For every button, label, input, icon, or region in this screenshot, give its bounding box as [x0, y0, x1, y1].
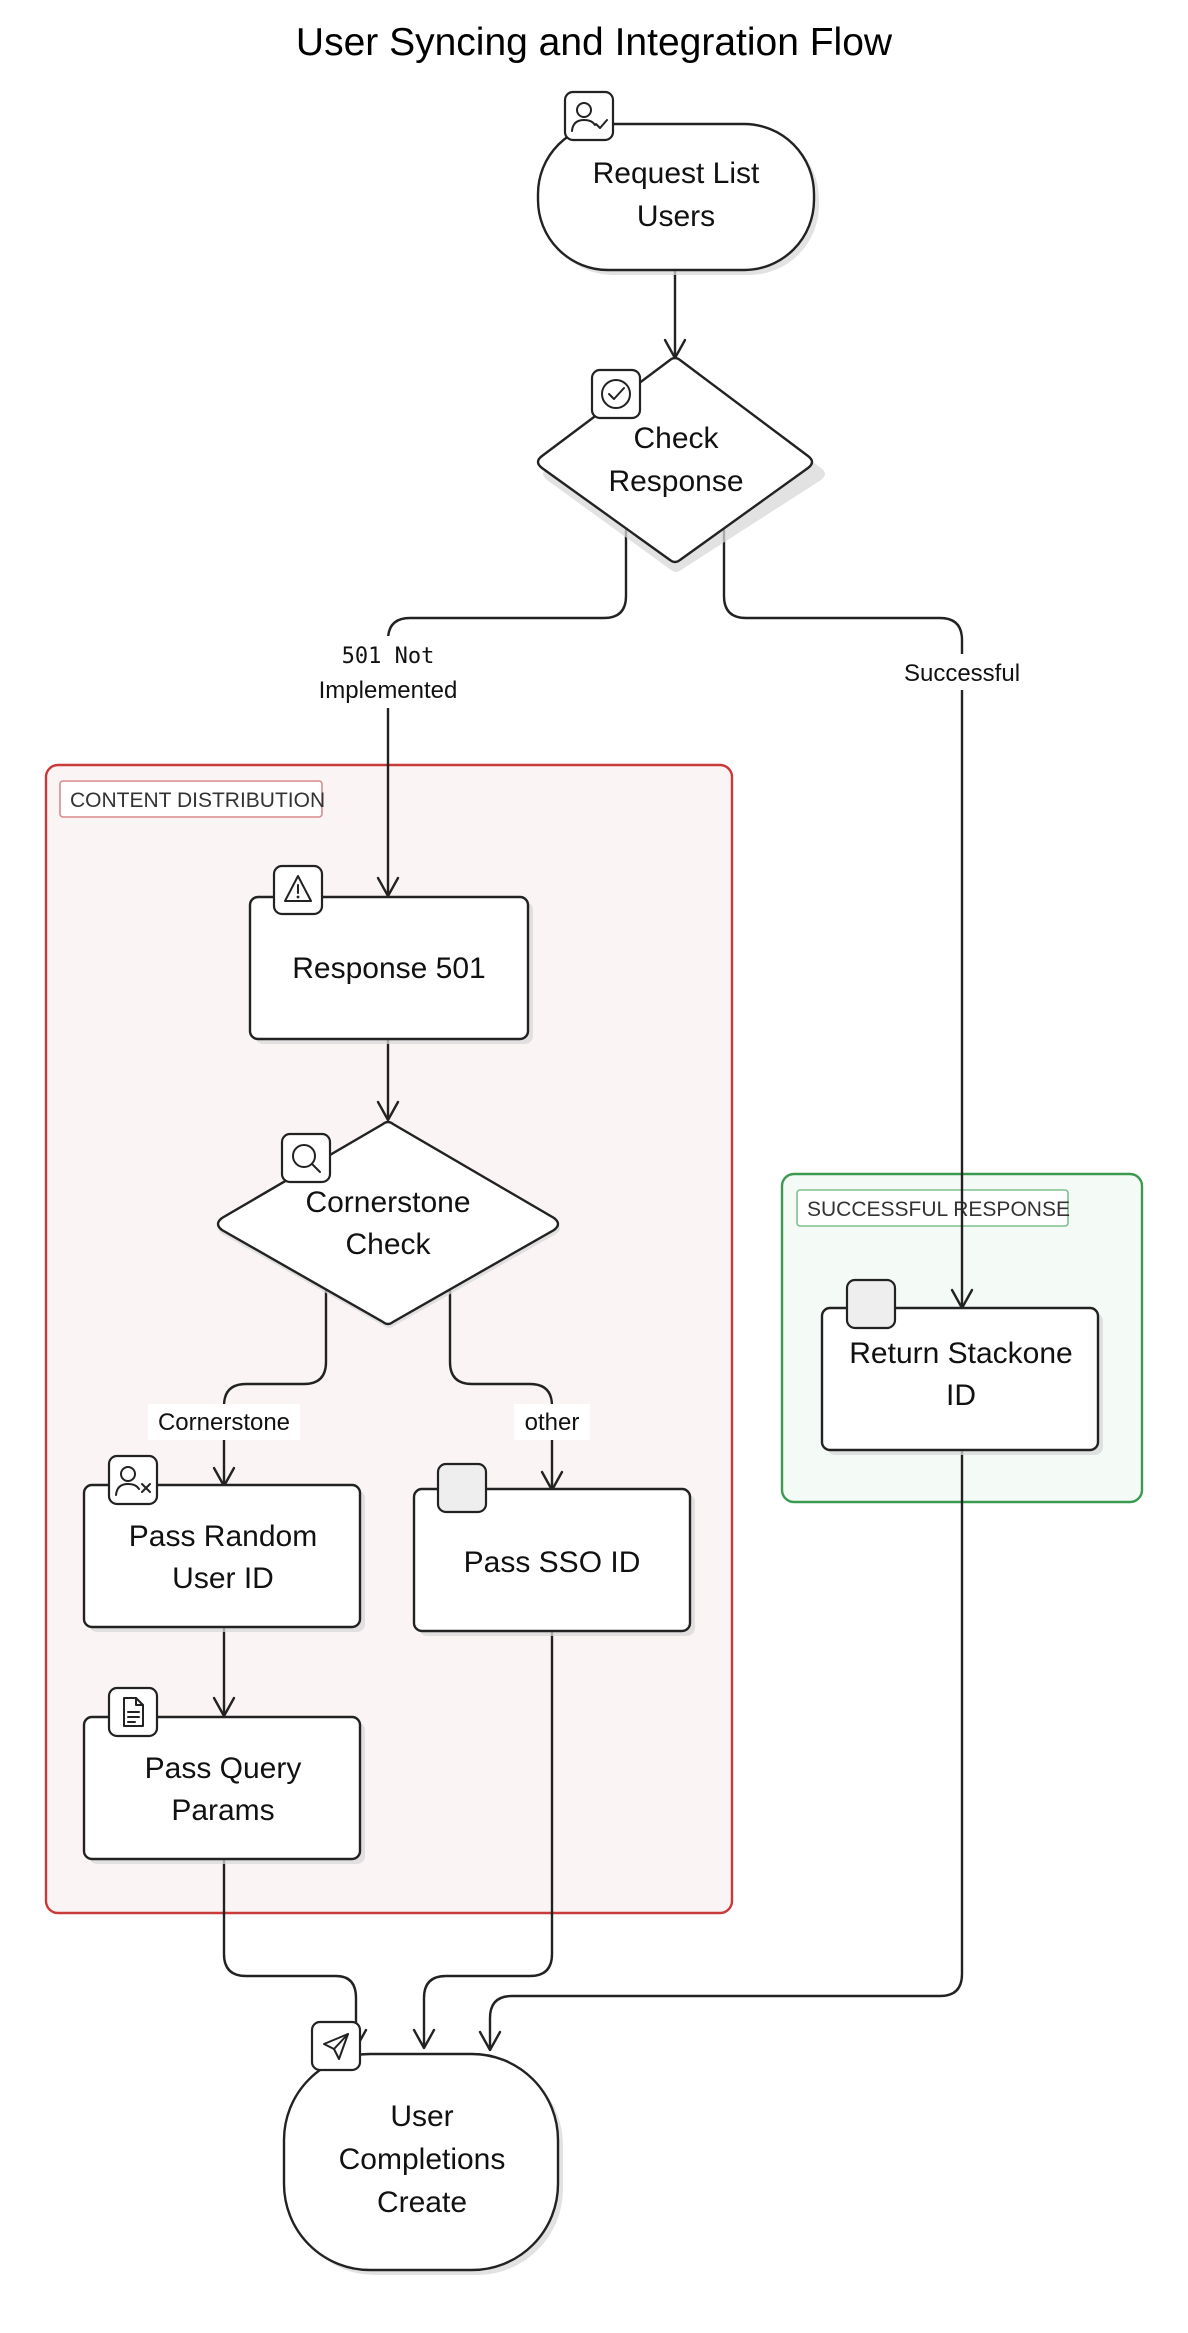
edge-sso-id-to-completions	[422, 1630, 554, 2048]
node-pass-random-user-id-shape	[82, 1483, 362, 1629]
node-pass-sso-id[interactable]: Pass SSO ID	[412, 1462, 695, 1636]
user-x-icon	[107, 1454, 159, 1506]
successful-response-label: SUCCESSFUL RESPONSE	[807, 1198, 1070, 1221]
node-check-response[interactable]: Check Response	[536, 356, 825, 572]
node-user-completions-create-shape	[282, 2052, 560, 2272]
blank-icon	[436, 1462, 488, 1514]
magnifier-icon	[280, 1132, 332, 1184]
node-return-stackone-id-line2: ID	[946, 1379, 976, 1412]
edge-check-to-stackone	[722, 528, 964, 1308]
user-check-icon	[563, 90, 615, 142]
content-distribution-tag	[59, 780, 323, 818]
document-icon	[107, 1686, 159, 1738]
node-return-stackone-id-line1: Return Stackone	[849, 1337, 1072, 1370]
edge-label-background	[892, 654, 1032, 690]
node-pass-random-user-id[interactable]: Pass Random User ID	[82, 1454, 365, 1632]
successful-response-tag	[796, 1189, 1069, 1227]
node-user-completions-create-line1: User	[390, 2100, 453, 2133]
arrowhead	[376, 1100, 400, 1122]
node-cornerstone-check-line1: Cornerstone	[305, 1186, 470, 1219]
node-request-list-users-shape	[536, 122, 816, 272]
node-return-stackone-id-shape	[820, 1306, 1100, 1452]
node-user-completions-create-line3: Create	[377, 2186, 467, 2219]
edge-stackone-to-completions	[488, 1450, 964, 2050]
diagram-title: User Syncing and Integration Flow	[296, 21, 893, 64]
node-pass-random-user-id-line2: User ID	[172, 1562, 274, 1595]
arrowhead	[478, 2030, 502, 2052]
send-icon	[310, 2020, 362, 2072]
node-cornerstone-check-line2: Check	[345, 1228, 431, 1261]
edge-label-not-implemented-line2: Implemented	[319, 677, 458, 704]
edge-cornerstone-to-random-id	[222, 1288, 328, 1486]
edge-label-successful-text: Successful	[904, 660, 1020, 687]
node-pass-sso-id-shape	[412, 1487, 692, 1633]
edge-query-params-to-completions	[222, 1858, 358, 2048]
edge-label-successful: Successful	[892, 654, 1032, 690]
edges-layer	[212, 270, 974, 2052]
arrowhead	[412, 2028, 436, 2050]
edge-label-not-implemented: 501 Not Implemented	[306, 636, 470, 708]
edge-label-cornerstone: Cornerstone	[148, 1404, 300, 1440]
node-pass-query-params-line2: Params	[171, 1794, 274, 1827]
warning-triangle-icon	[272, 864, 324, 916]
edge-label-other-text: other	[525, 1409, 580, 1436]
node-check-response-shape	[536, 356, 814, 564]
node-pass-sso-id-label: Pass SSO ID	[464, 1546, 641, 1579]
edge-label-background	[148, 1404, 300, 1440]
edge-label-background	[514, 1404, 590, 1440]
node-request-list-users-line1: Request List	[593, 157, 760, 190]
edge-check-to-501	[386, 528, 628, 896]
circle-check-icon	[590, 368, 642, 420]
node-pass-query-params[interactable]: Pass Query Params	[82, 1686, 365, 1864]
node-response-501-shape	[248, 895, 530, 1041]
node-response-501-label: Response 501	[292, 952, 485, 985]
edge-cornerstone-to-sso-id	[448, 1288, 554, 1490]
node-response-501[interactable]: Response 501	[248, 864, 533, 1044]
node-cornerstone-check[interactable]: Cornerstone Check	[216, 1120, 560, 1328]
node-user-completions-create-line2: Completions	[339, 2143, 506, 2176]
content-distribution-label: CONTENT DISTRIBUTION	[70, 789, 325, 812]
node-return-stackone-id[interactable]: Return Stackone ID	[820, 1278, 1103, 1455]
node-pass-query-params-line1: Pass Query	[145, 1752, 302, 1785]
node-pass-query-params-shape	[82, 1715, 362, 1861]
edge-label-other: other	[514, 1404, 590, 1440]
node-request-list-users[interactable]: Request List Users	[536, 90, 819, 275]
edge-label-not-implemented-line1: 501 Not	[342, 644, 435, 669]
node-check-response-line1: Check	[633, 422, 719, 455]
node-request-list-users-line2: Users	[637, 200, 715, 233]
edge-label-cornerstone-text: Cornerstone	[158, 1409, 290, 1436]
node-check-response-line2: Response	[608, 465, 743, 498]
blank-icon	[845, 1278, 897, 1330]
node-user-completions-create[interactable]: User Completions Create	[282, 2020, 563, 2275]
node-pass-random-user-id-line1: Pass Random	[129, 1520, 317, 1553]
edge-label-background	[306, 636, 470, 708]
